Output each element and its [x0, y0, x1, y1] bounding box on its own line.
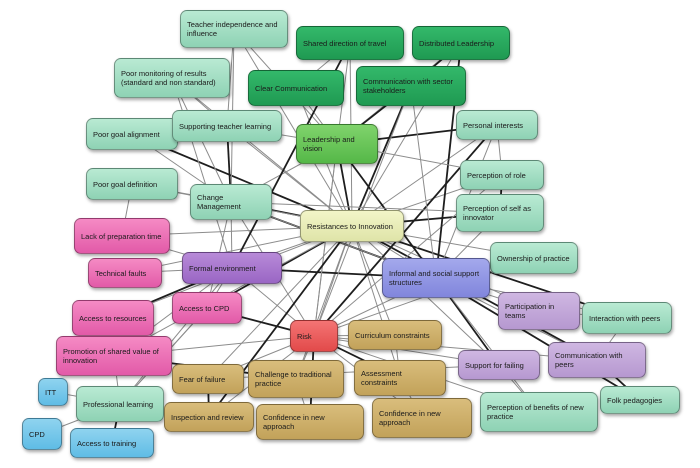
node-label: Fear of failure	[179, 374, 226, 384]
node-fear-failure[interactable]: Fear of failure	[172, 364, 244, 394]
node-label: Supporting teacher learning	[179, 121, 272, 131]
node-label: Leadership and vision	[303, 135, 355, 153]
node-assessment-constraints[interactable]: Assessment constraints	[354, 360, 446, 396]
node-shared-direction[interactable]: Shared direction of travel	[296, 26, 404, 60]
node-label: Confidence in new approach	[379, 409, 441, 427]
edge-formal-environment-professional-learning	[119, 267, 233, 405]
node-label: Lack of preparation time	[81, 231, 162, 241]
node-label: Interaction with peers	[589, 313, 661, 323]
node-label: Formal environment	[189, 263, 256, 273]
node-label: Assessment constraints	[361, 369, 402, 387]
node-technical-faults[interactable]: Technical faults	[88, 258, 162, 288]
node-label: Promotion of shared value of innovation	[63, 347, 159, 365]
node-label: Participation in teams	[505, 302, 555, 320]
node-label: Access to resources	[79, 313, 147, 323]
node-communication-sector[interactable]: Communication with sector stakeholders	[356, 66, 466, 106]
edge-informal-support-folk-pedagogies	[435, 277, 641, 401]
node-access-cpd[interactable]: Access to CPD	[172, 292, 242, 324]
node-label: Ownership of practice	[497, 253, 570, 263]
node-support-failing[interactable]: Support for failing	[458, 350, 540, 380]
node-label: Shared direction of travel	[303, 38, 387, 48]
edge-resistances-communication-sector	[351, 85, 412, 227]
node-label: Access to CPD	[179, 303, 230, 313]
node-access-resources[interactable]: Access to resources	[72, 300, 154, 336]
node-curriculum-constraints[interactable]: Curriculum constraints	[348, 320, 442, 350]
edge-resistances-teacher-independence	[233, 28, 353, 227]
node-perception-benefits[interactable]: Perception of benefits of new practice	[480, 392, 598, 432]
node-label: Access to training	[77, 438, 137, 448]
node-supporting-teacher[interactable]: Supporting teacher learning	[172, 110, 282, 142]
node-label: Curriculum constraints	[355, 330, 430, 340]
node-label: Perception of role	[467, 170, 526, 180]
node-label: Support for failing	[465, 360, 524, 370]
node-label: Clear Communication	[255, 83, 328, 93]
node-cpd[interactable]: CPD	[22, 418, 62, 450]
node-professional-learning[interactable]: Professional learning	[76, 386, 164, 422]
node-folk-pedagogies[interactable]: Folk pedagogies	[600, 386, 680, 414]
node-poor-goal-definition[interactable]: Poor goal definition	[86, 168, 178, 200]
node-label: Challenge to traditional practice	[255, 370, 332, 388]
node-communication-peers[interactable]: Communication with peers	[548, 342, 646, 378]
node-personal-interests[interactable]: Personal interests	[456, 110, 538, 140]
edge-informal-support-communication-sector	[410, 85, 437, 279]
node-label: ITT	[45, 387, 57, 397]
node-label: Distributed Leadership	[419, 38, 495, 48]
node-label: Poor monitoring of results (standard and…	[121, 69, 216, 87]
node-poor-goal-alignment[interactable]: Poor goal alignment	[86, 118, 178, 150]
node-label: Technical faults	[95, 268, 147, 278]
edge-informal-support-perception-benefits	[435, 277, 540, 413]
node-label: Personal interests	[463, 120, 524, 130]
node-poor-monitoring[interactable]: Poor monitoring of results (standard and…	[114, 58, 230, 98]
node-label: CPD	[29, 429, 45, 439]
node-promotion-shared[interactable]: Promotion of shared value of innovation	[56, 336, 172, 376]
node-label: Communication with sector stakeholders	[363, 77, 454, 95]
node-challenge-traditional[interactable]: Challenge to traditional practice	[248, 360, 344, 398]
node-label: Risk	[297, 331, 312, 341]
node-perception-role[interactable]: Perception of role	[460, 160, 544, 190]
edge-resistances-fear-failure	[207, 225, 353, 380]
node-clear-communication[interactable]: Clear Communication	[248, 70, 344, 106]
node-label: Poor goal definition	[93, 179, 158, 189]
node-confidence-new-2[interactable]: Confidence in new approach	[372, 398, 472, 438]
node-lack-preparation[interactable]: Lack of preparation time	[74, 218, 170, 254]
node-ownership-practice[interactable]: Ownership of practice	[490, 242, 578, 274]
node-label: Perception of benefits of new practice	[487, 403, 584, 421]
node-interaction-peers[interactable]: Interaction with peers	[582, 302, 672, 334]
node-distributed-leadership[interactable]: Distributed Leadership	[412, 26, 510, 60]
node-label: Perception of self as innovator	[463, 204, 531, 222]
node-label: Professional learning	[83, 399, 154, 409]
node-label: Inspection and review	[171, 412, 244, 422]
node-risk[interactable]: Risk	[290, 320, 338, 352]
node-formal-environment[interactable]: Formal environment	[182, 252, 282, 284]
edge-change-management-perception-self	[230, 201, 501, 214]
node-access-training[interactable]: Access to training	[70, 428, 154, 458]
edge-resistances-personal-interests	[351, 124, 498, 227]
node-label: Confidence in new approach	[263, 413, 325, 431]
edge-resistances-curriculum-constraints	[351, 225, 396, 336]
node-label: Communication with peers	[555, 351, 623, 369]
edge-formal-environment-poor-monitoring	[171, 77, 233, 269]
node-label: Change Management	[197, 193, 241, 211]
node-confidence-new-1[interactable]: Confidence in new approach	[256, 404, 364, 440]
node-label: Folk pedagogies	[607, 395, 663, 405]
node-participation-teams[interactable]: Participation in teams	[498, 292, 580, 330]
edge-resistances-poor-monitoring	[171, 77, 353, 227]
node-label: Poor goal alignment	[93, 129, 160, 139]
node-resistances[interactable]: Resistances to Innovation	[300, 210, 404, 242]
node-teacher-independence[interactable]: Teacher independence and influence	[180, 10, 288, 48]
edge-resistances-promotion-shared	[113, 225, 353, 357]
node-label: Informal and social support structures	[389, 269, 480, 287]
edge-resistances-assessment-constraints	[351, 225, 401, 379]
node-leadership-vision[interactable]: Leadership and vision	[296, 124, 378, 164]
node-label: Resistances to Innovation	[307, 221, 393, 231]
node-itt[interactable]: ITT	[38, 378, 68, 406]
node-label: Teacher independence and influence	[187, 20, 278, 38]
node-inspection-review[interactable]: Inspection and review	[164, 402, 254, 432]
node-informal-support[interactable]: Informal and social support structures	[382, 258, 490, 298]
node-change-management[interactable]: Change Management	[190, 184, 272, 220]
edge-resistances-challenge-traditional	[295, 225, 353, 380]
node-perception-self[interactable]: Perception of self as innovator	[456, 194, 544, 232]
